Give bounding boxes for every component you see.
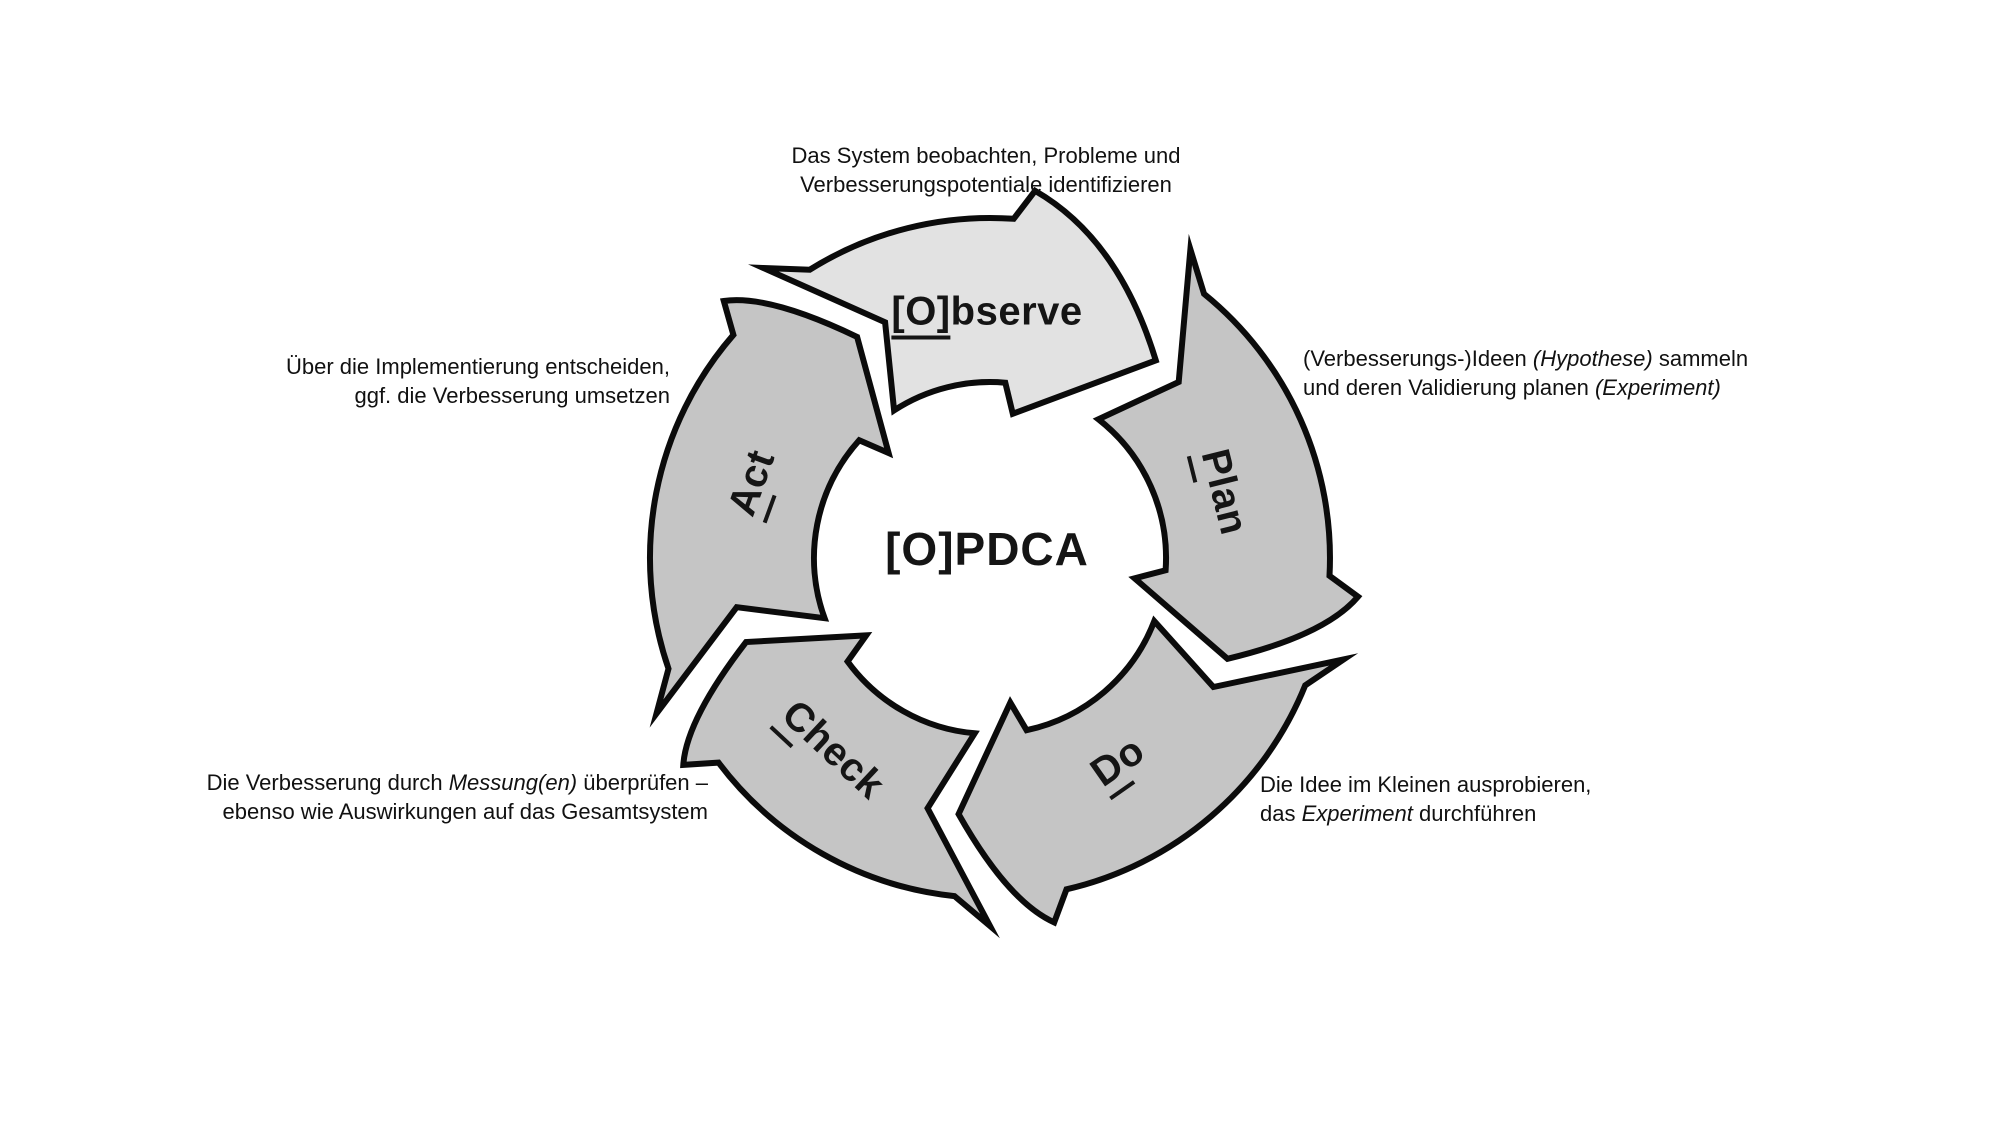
check-annotation-line: Die Verbesserung durch Messung(en) überp… [206, 770, 708, 795]
check-annotation: Die Verbesserung durch Messung(en) überp… [150, 768, 708, 826]
cycle-center-title: [O]PDCA [885, 523, 1089, 575]
act-annotation-line: ggf. die Verbesserung umsetzen [354, 383, 670, 408]
plan-annotation-line: (Verbesserungs-)Ideen (Hypothese) sammel… [1303, 346, 1749, 371]
plan-annotation: (Verbesserungs-)Ideen (Hypothese) sammel… [1303, 344, 1748, 402]
do-annotation-line: das Experiment durchführen [1260, 801, 1537, 826]
observe-underlined-letter: [O] [891, 289, 951, 340]
cycle-arrow-do [955, 615, 1359, 927]
do-annotation: Die Idee im Kleinen ausprobieren, das Exp… [1260, 770, 1591, 828]
cycle-arrow-act [647, 297, 894, 728]
check-annotation-line: ebenso wie Auswirkungen auf das Gesamtsy… [222, 799, 708, 824]
cycle-arrow-plan [1092, 233, 1363, 663]
cycle-arrow-check [680, 632, 1000, 939]
observe-label-rest: bserve [950, 289, 1083, 334]
observe-annotation-line: Das System beobachten, Probleme und [791, 143, 1181, 168]
do-annotation-line: Die Idee im Kleinen ausprobieren, [1260, 772, 1592, 797]
act-annotation-line: Über die Implementierung entscheiden, [285, 354, 670, 379]
arrow-label-observe: [O]bserve [891, 289, 1083, 340]
observe-annotation-line: Verbesserungspotentiale identifizieren [800, 172, 1172, 197]
plan-annotation-line: und deren Validierung planen (Experiment… [1303, 375, 1721, 400]
cycle-arrow-observe [748, 186, 1160, 418]
act-annotation: Über die Implementierung entscheiden, ggf… [200, 352, 670, 410]
